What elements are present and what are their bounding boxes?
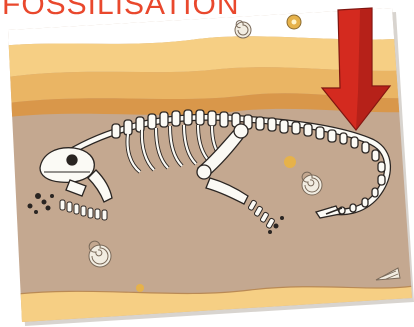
pebble — [136, 284, 144, 292]
pebble — [284, 156, 296, 168]
pebble-icon — [287, 15, 301, 29]
